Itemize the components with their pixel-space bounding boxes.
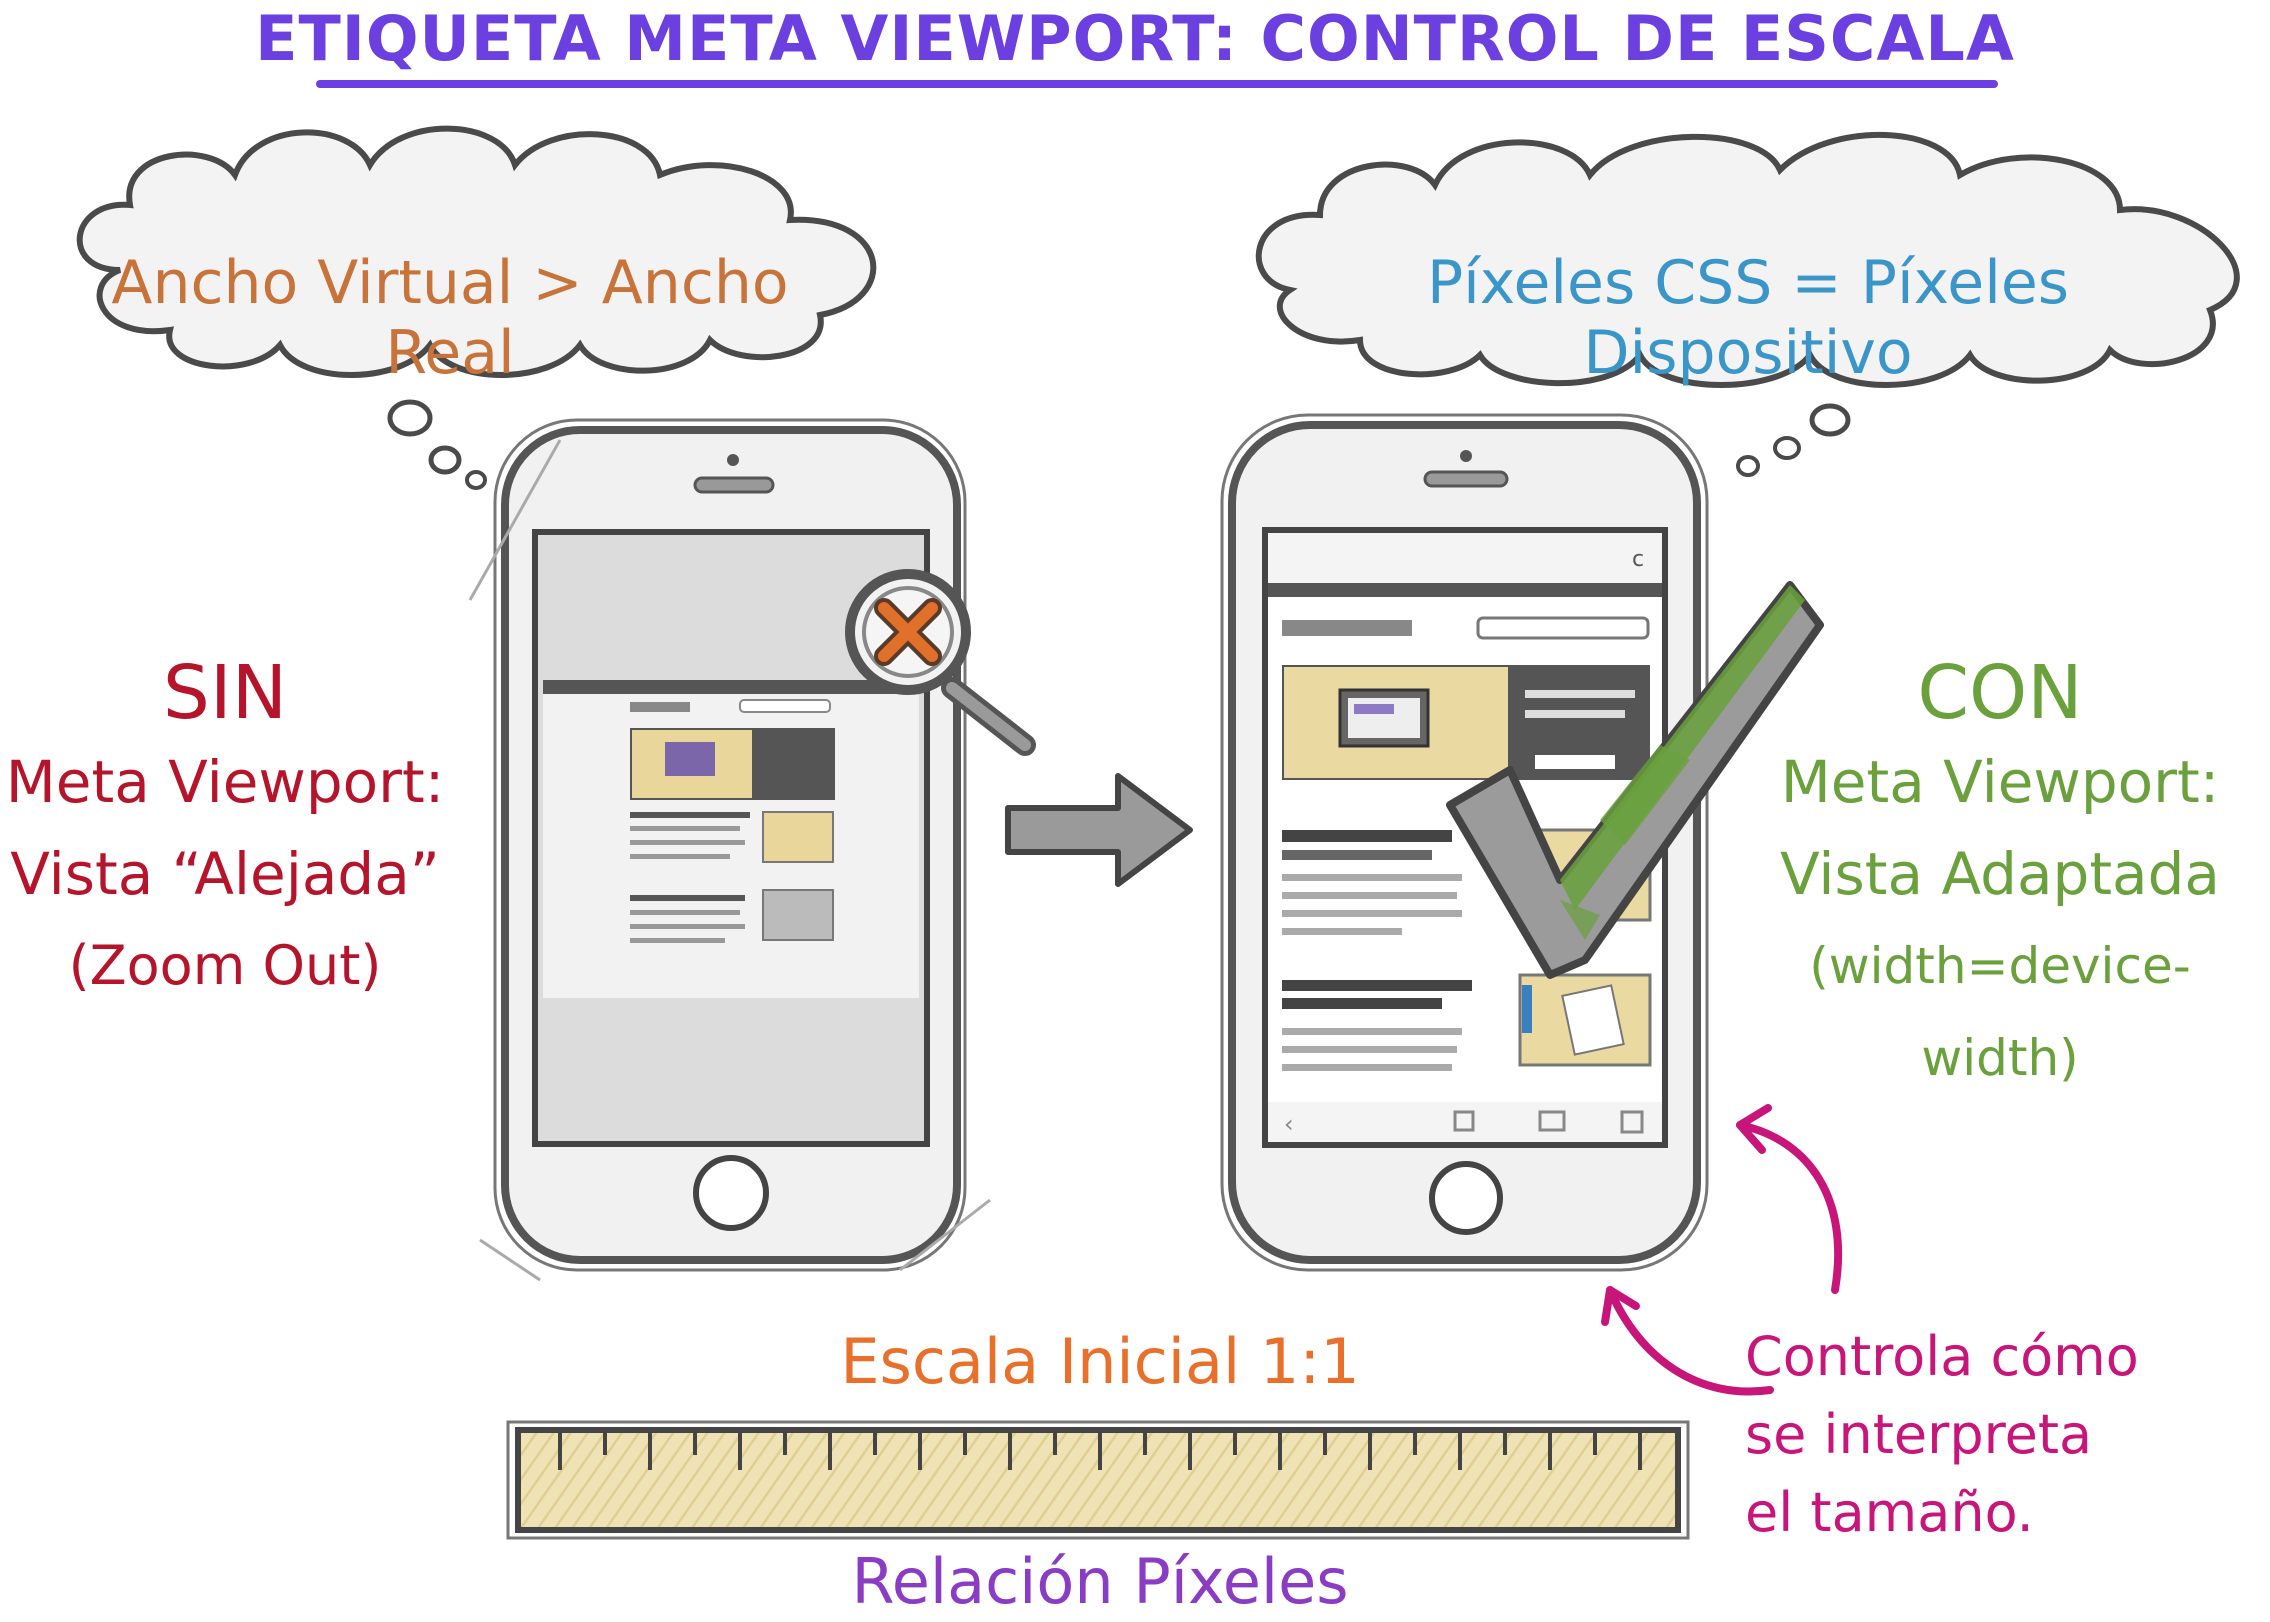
ruler-label: Relación Píxeles [851, 1545, 1349, 1618]
right-heading: CON [1917, 650, 2083, 736]
ruler-ticks [558, 1430, 1642, 1470]
note-line3: el tamaño. [1745, 1481, 2034, 1544]
svg-text:‹: ‹ [1284, 1110, 1294, 1138]
title-underline [316, 80, 1998, 88]
thought-cloud-right [1255, 132, 2240, 477]
note-text: Controla cómo se interpreta el tamaño. [1745, 1318, 2265, 1552]
left-label: SIN Meta Viewport: Vista “Alejada” (Zoom… [0, 650, 450, 1012]
right-line2: Vista Adaptada [1780, 840, 2220, 908]
note-line1: Controla cómo [1745, 1325, 2139, 1388]
phone-left [468, 418, 991, 1282]
diagram-title: ETIQUETA META VIEWPORT: CONTROL DE ESCAL… [255, 2, 2015, 75]
thought-cloud-left [76, 125, 877, 490]
scale-label: Escala Inicial 1:1 [840, 1325, 1360, 1398]
right-line3: (width=device-width) [1809, 937, 2191, 1087]
magnifier-x-icon [845, 569, 1036, 756]
left-heading: SIN [162, 650, 288, 736]
right-line1: Meta Viewport: [1780, 748, 2220, 816]
left-line3: (Zoom Out) [68, 934, 382, 997]
check-icon [1446, 581, 1824, 979]
phone-right: c ‹ [1220, 413, 1709, 1272]
note-line2: se interpreta [1745, 1403, 2093, 1466]
right-label: CON Meta Viewport: Vista Adaptada (width… [1735, 650, 2265, 1104]
arrow-right-icon [1005, 773, 1193, 887]
ruler [506, 1420, 1690, 1540]
left-line1: Meta Viewport: [5, 748, 445, 816]
thought-left-text: Ancho Virtual > Ancho Real [111, 248, 789, 388]
thought-right-text: Píxeles CSS = Píxeles Dispositivo [1426, 248, 2070, 388]
left-line2: Vista “Alejada” [10, 840, 440, 908]
curved-arrow-icon [1601, 1104, 1843, 1396]
svg-text:c: c [1632, 547, 1644, 572]
